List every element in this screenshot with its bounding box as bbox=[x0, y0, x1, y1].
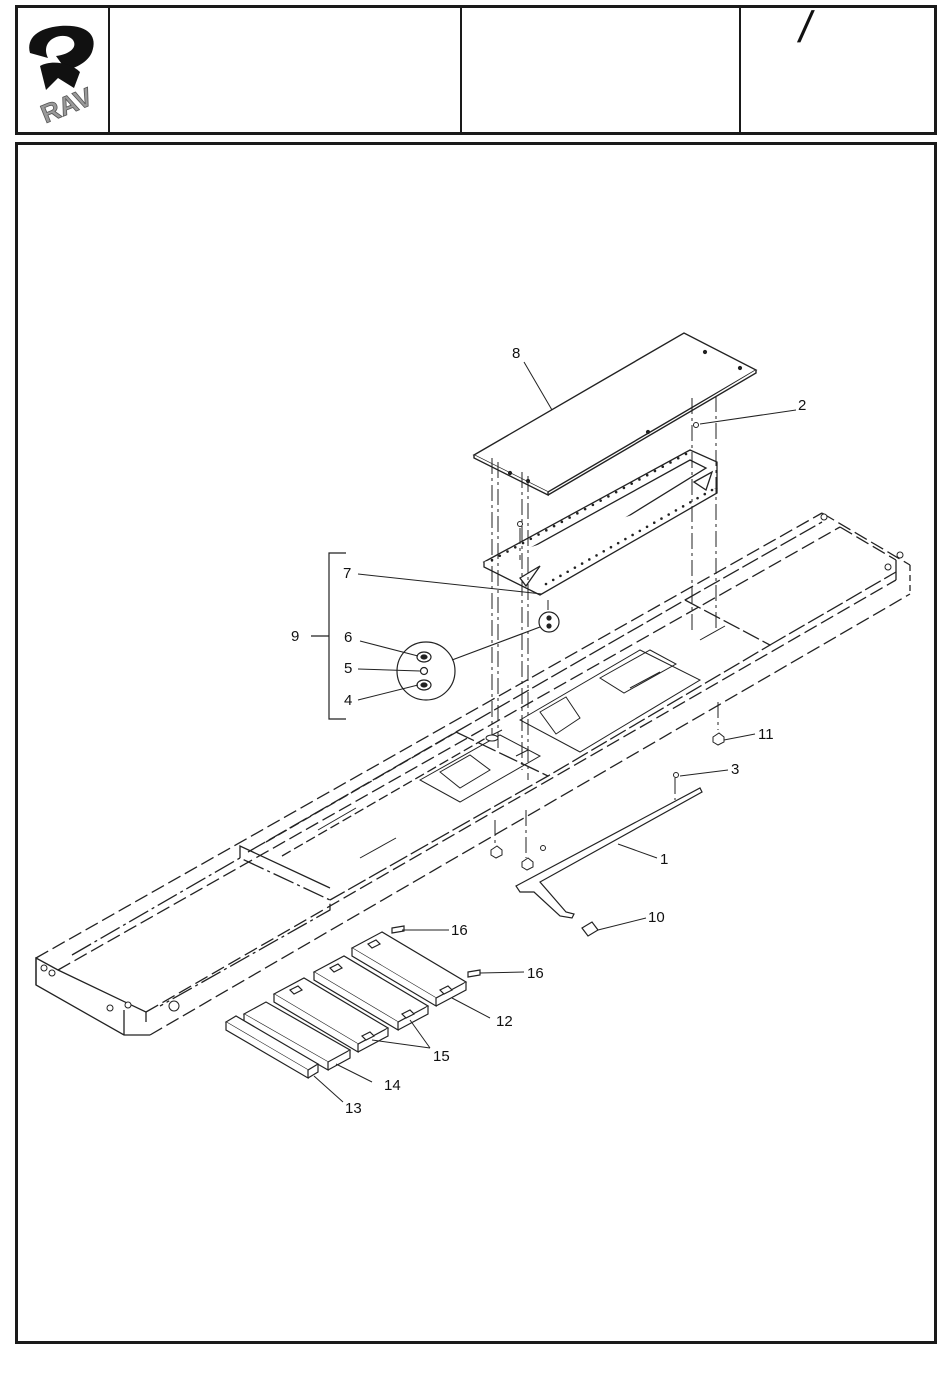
frame-hole bbox=[599, 499, 602, 502]
frame-hole bbox=[522, 542, 525, 545]
callout-2: 2 bbox=[798, 397, 806, 414]
frame-hole bbox=[639, 530, 642, 533]
frame-hole bbox=[561, 521, 564, 524]
callout-10: 10 bbox=[648, 909, 665, 926]
frame-hole bbox=[696, 497, 699, 500]
frame-hole bbox=[624, 538, 627, 541]
frame-hole bbox=[660, 517, 663, 520]
frame-hole bbox=[545, 583, 548, 586]
frame-hole bbox=[584, 508, 587, 511]
frame-hole bbox=[669, 461, 672, 464]
frame-hole bbox=[592, 504, 595, 507]
frame-hole bbox=[530, 538, 533, 541]
frame-hole bbox=[574, 566, 577, 569]
support-bar bbox=[516, 788, 702, 936]
frame-hole bbox=[617, 542, 620, 545]
frame-hole bbox=[615, 491, 618, 494]
callout-16a: 16 bbox=[451, 922, 468, 939]
frame-hole bbox=[623, 487, 626, 490]
frame-hole bbox=[498, 554, 501, 557]
frame-hole bbox=[631, 534, 634, 537]
frame-hole bbox=[545, 529, 548, 532]
frame-hole bbox=[559, 575, 562, 578]
frame-hole bbox=[667, 513, 670, 516]
platform-base bbox=[36, 513, 910, 1035]
frame-hole bbox=[581, 562, 584, 565]
frame-hole bbox=[566, 570, 569, 573]
frame-hole bbox=[514, 546, 517, 549]
callout-3: 3 bbox=[731, 761, 739, 778]
callout-16b: 16 bbox=[527, 965, 544, 982]
callout-9: 9 bbox=[291, 628, 299, 645]
frame-hole bbox=[682, 505, 685, 508]
callout-6: 6 bbox=[344, 629, 352, 646]
callout-7: 7 bbox=[343, 565, 351, 582]
frame-hole bbox=[646, 474, 649, 477]
frame-hole bbox=[506, 550, 509, 553]
callout-8: 8 bbox=[512, 345, 520, 362]
frame-hole bbox=[689, 501, 692, 504]
frame-hole bbox=[552, 579, 555, 582]
frame-hole bbox=[595, 554, 598, 557]
frame-hole bbox=[654, 470, 657, 473]
frame-hole bbox=[607, 495, 610, 498]
frame-hole bbox=[675, 509, 678, 512]
frame-hole bbox=[553, 525, 556, 528]
callout-12: 12 bbox=[496, 1013, 513, 1030]
frame-hole bbox=[685, 453, 688, 456]
frame-hole bbox=[610, 546, 613, 549]
frame-hole bbox=[653, 521, 656, 524]
frame-hole bbox=[537, 533, 540, 536]
base-holes bbox=[41, 514, 903, 1011]
frame-hole bbox=[588, 558, 591, 561]
callout-4: 4 bbox=[344, 692, 352, 709]
callout-11: 11 bbox=[758, 726, 774, 743]
frame-hole bbox=[576, 512, 579, 515]
callout-1: 1 bbox=[660, 851, 668, 868]
frame-hole bbox=[638, 478, 641, 481]
frame-hole bbox=[630, 482, 633, 485]
group-bracket bbox=[311, 553, 346, 719]
callout-5: 5 bbox=[344, 660, 352, 677]
callout-13: 13 bbox=[345, 1100, 362, 1117]
frame-hole bbox=[568, 516, 571, 519]
frame-hole bbox=[677, 457, 680, 460]
callout-14: 14 bbox=[384, 1077, 401, 1094]
frame-hole bbox=[703, 493, 706, 496]
frame-hole bbox=[646, 525, 649, 528]
frame-hole bbox=[711, 489, 714, 492]
frame-hole bbox=[661, 465, 664, 468]
callout-15: 15 bbox=[433, 1048, 450, 1065]
frame-hole bbox=[602, 550, 605, 553]
